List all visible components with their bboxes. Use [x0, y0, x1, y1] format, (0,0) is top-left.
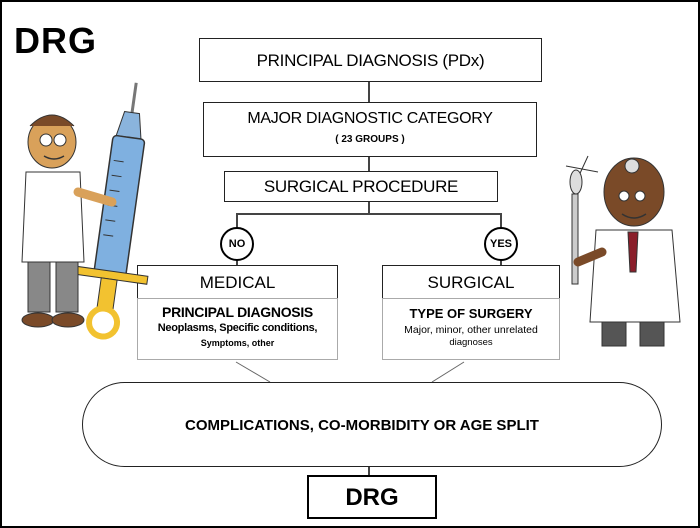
mdc-subtitle: ( 23 GROUPS ) [204, 134, 536, 145]
surgical-procedure-box: SURGICAL PROCEDURE [224, 171, 498, 202]
surgical-label: SURGICAL [383, 273, 559, 293]
mdc-label: MAJOR DIAGNOSTIC CATEGORY [204, 110, 536, 128]
surgical-detail-line1: Major, minor, other unrelated [383, 324, 559, 336]
connector-surgical-ellipse [432, 362, 464, 382]
doctor-with-syringe-illustration [12, 82, 192, 342]
principal-diagnosis-label: PRINCIPAL DIAGNOSIS (PDx) [200, 51, 541, 71]
decision-yes-label: YES [490, 238, 512, 250]
connector-medical-ellipse [236, 362, 270, 382]
surgical-detail-line2: diagnoses [383, 337, 559, 348]
drg-output-label: DRG [309, 484, 435, 512]
decision-no-label: NO [229, 238, 246, 250]
major-diagnostic-category-box: MAJOR DIAGNOSTIC CATEGORY ( 23 GROUPS ) [203, 102, 537, 157]
complications-ellipse: COMPLICATIONS, CO-MORBIDITY OR AGE SPLIT [82, 382, 662, 467]
decision-yes: YES [484, 227, 518, 261]
doctor-with-head-mirror-illustration [562, 152, 692, 352]
surgical-detail-box: TYPE OF SURGERY Major, minor, other unre… [382, 298, 560, 360]
complications-label: COMPLICATIONS, CO-MORBIDITY OR AGE SPLIT [83, 417, 661, 434]
decision-no: NO [220, 227, 254, 261]
surgical-procedure-label: SURGICAL PROCEDURE [225, 177, 497, 197]
principal-diagnosis-box: PRINCIPAL DIAGNOSIS (PDx) [199, 38, 542, 82]
surgical-box: SURGICAL [382, 265, 560, 299]
drg-output-box: DRG [307, 475, 437, 519]
surgical-detail-title: TYPE OF SURGERY [383, 306, 559, 321]
